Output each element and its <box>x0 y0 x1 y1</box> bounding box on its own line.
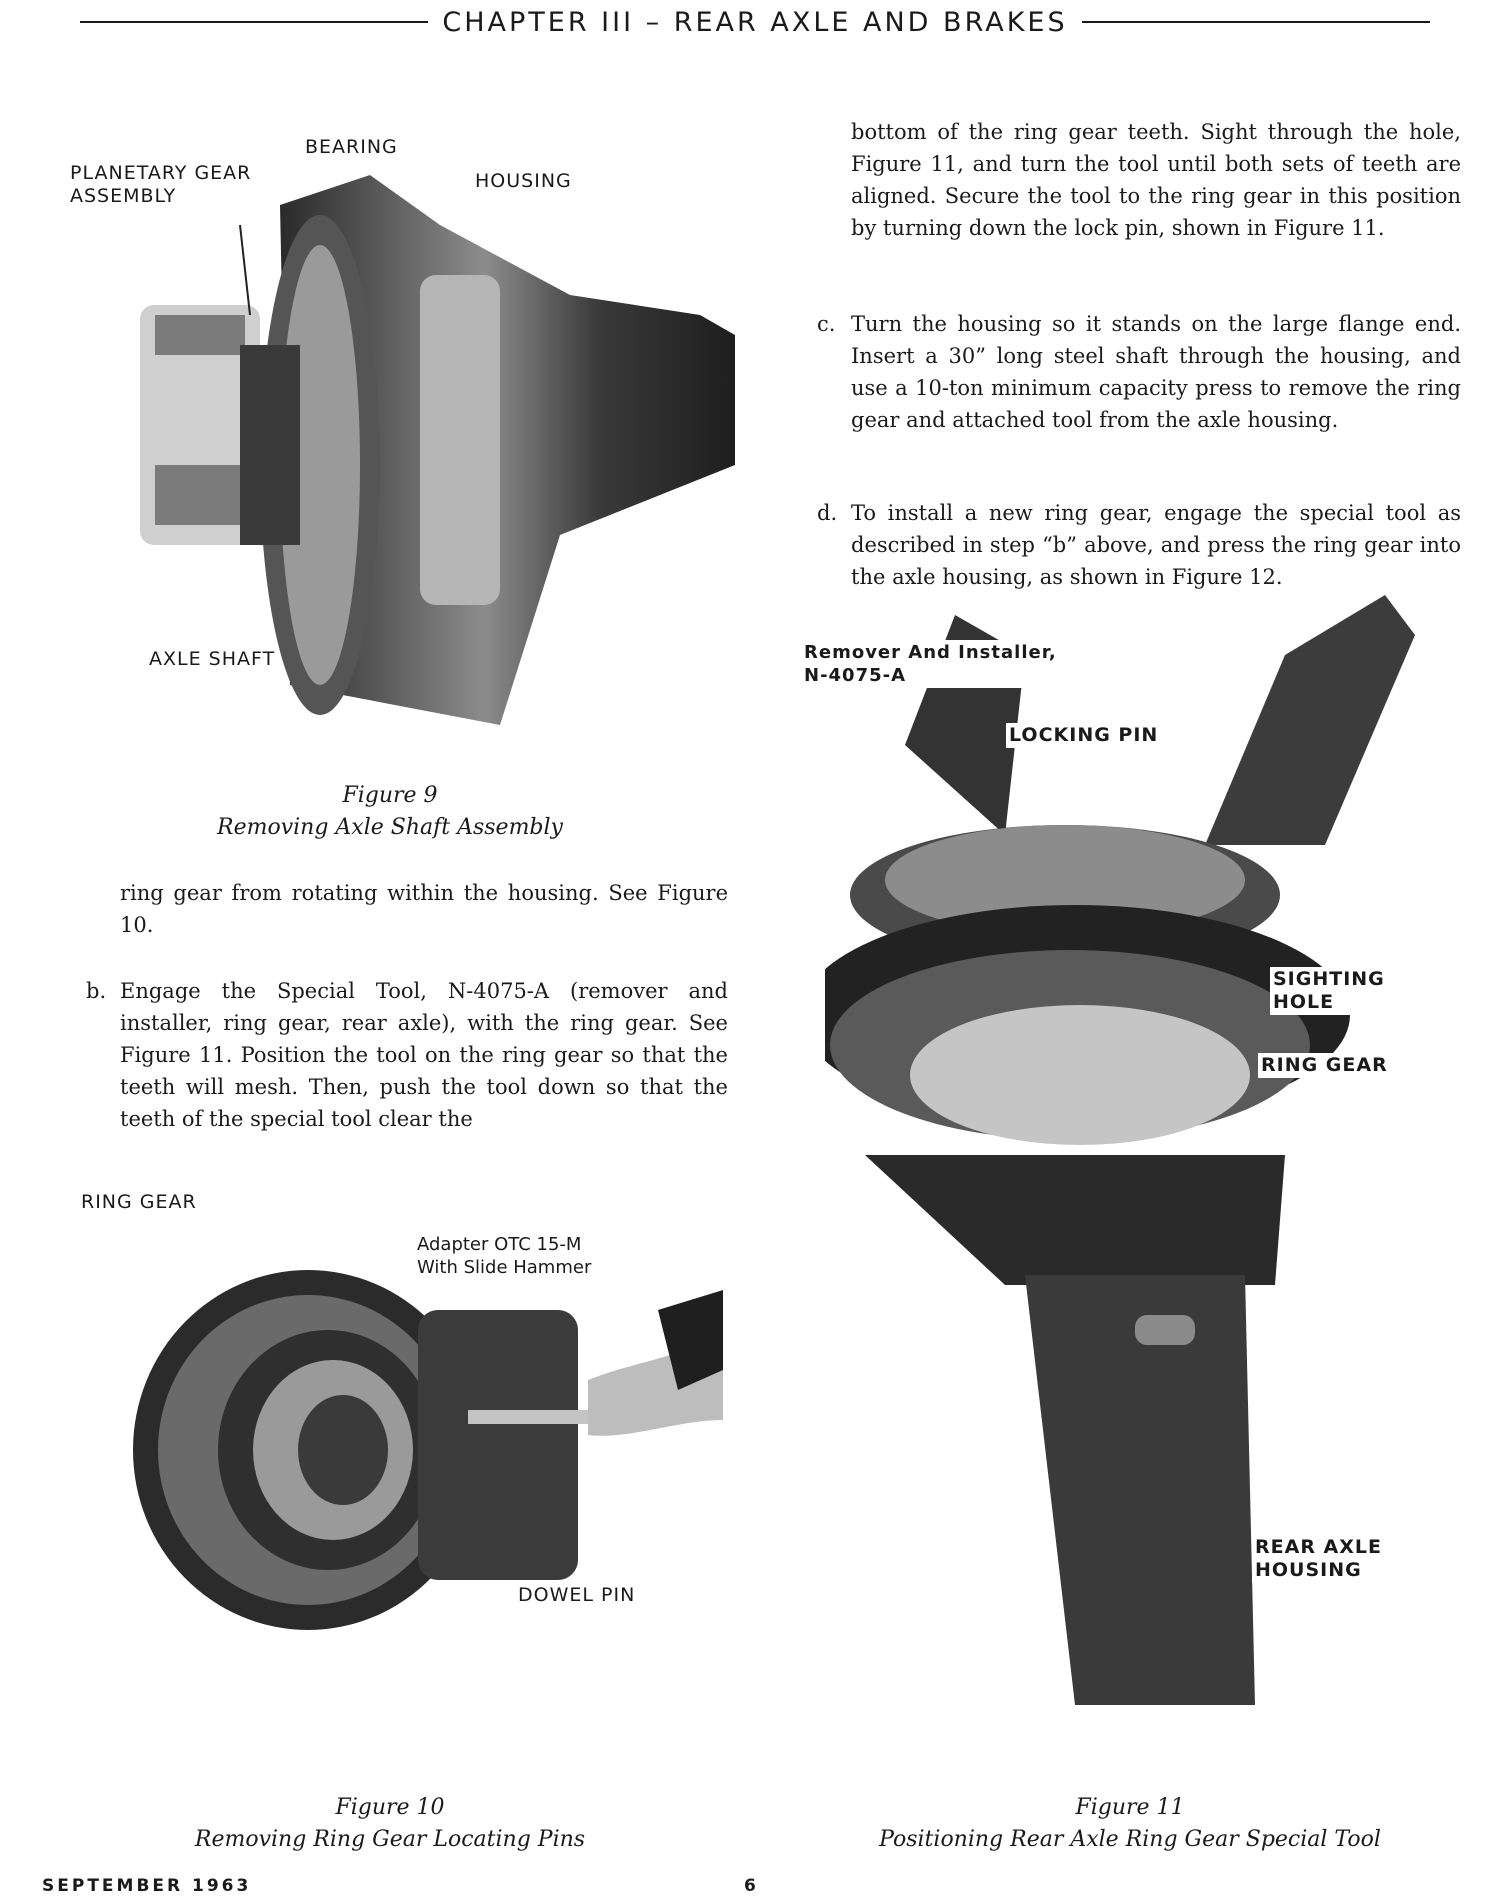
step-d-text: To install a new ring gear, engage the s… <box>851 501 1461 589</box>
chapter-title: CHAPTER III – REAR AXLE AND BRAKES <box>442 6 1068 38</box>
figure-9-number: Figure 9 <box>342 783 438 808</box>
footer-date: SEPTEMBER 1963 <box>42 1876 252 1896</box>
figure-9-caption: Figure 9 Removing Axle Shaft Assembly <box>150 780 630 844</box>
step-c-text: Turn the housing so it stands on the lar… <box>851 312 1461 432</box>
figure-10-number: Figure 10 <box>335 1795 445 1820</box>
label-bearing: BEARING <box>305 136 398 158</box>
figure-11-caption: Figure 11 Positioning Rear Axle Ring Gea… <box>820 1792 1440 1856</box>
figure-11-photo <box>825 595 1415 1705</box>
step-d: d. To install a new ring gear, engage th… <box>817 497 1461 593</box>
chapter-header: CHAPTER III – REAR AXLE AND BRAKES <box>80 4 1430 40</box>
label-housing: HOUSING <box>475 170 572 192</box>
page-number: 6 <box>744 1876 759 1896</box>
label-locking-pin: LOCKING PIN <box>1006 723 1162 748</box>
label-sighting-hole: SIGHTING HOLE <box>1270 967 1388 1015</box>
step-d-letter: d. <box>817 501 838 525</box>
figure-9-photo <box>140 175 735 725</box>
label-planetary-gear-assembly: PLANETARY GEAR ASSEMBLY <box>70 162 252 207</box>
figure-9-title: Removing Axle Shaft Assembly <box>217 815 563 840</box>
label-remover-installer: Remover And Installer, N-4075-A <box>801 640 1060 688</box>
figure-10-caption: Figure 10 Removing Ring Gear Locating Pi… <box>150 1792 630 1856</box>
label-figure11-ring-gear: RING GEAR <box>1258 1053 1391 1078</box>
label-rear-axle-housing: REAR AXLE HOUSING <box>1252 1535 1385 1583</box>
step-c: c. Turn the housing so it stands on the … <box>817 308 1461 436</box>
figure-11-number: Figure 11 <box>1075 1795 1185 1820</box>
right-continuation-paragraph: bottom of the ring gear teeth. Sight thr… <box>851 120 1461 240</box>
figure-10-photo <box>133 1270 723 1630</box>
step-b-text: Engage the Special Tool, N-4075-A (remov… <box>120 979 728 1131</box>
step-c-letter: c. <box>817 312 836 336</box>
figure-10-title: Removing Ring Gear Locating Pins <box>194 1827 586 1852</box>
header-rule-left <box>80 21 429 23</box>
label-figure10-ring-gear: RING GEAR <box>78 1190 200 1215</box>
figure-11-title: Positioning Rear Axle Ring Gear Special … <box>879 1827 1381 1852</box>
step-b-letter: b. <box>86 979 107 1003</box>
label-axle-shaft: AXLE SHAFT <box>146 647 279 672</box>
left-continuation-paragraph: ring gear from rotating within the housi… <box>120 881 728 937</box>
label-dowel-pin: DOWEL PIN <box>515 1583 639 1608</box>
header-rule-right <box>1081 21 1430 23</box>
label-adapter: Adapter OTC 15-M With Slide Hammer <box>414 1232 595 1280</box>
step-b: b. Engage the Special Tool, N-4075-A (re… <box>86 975 728 1135</box>
